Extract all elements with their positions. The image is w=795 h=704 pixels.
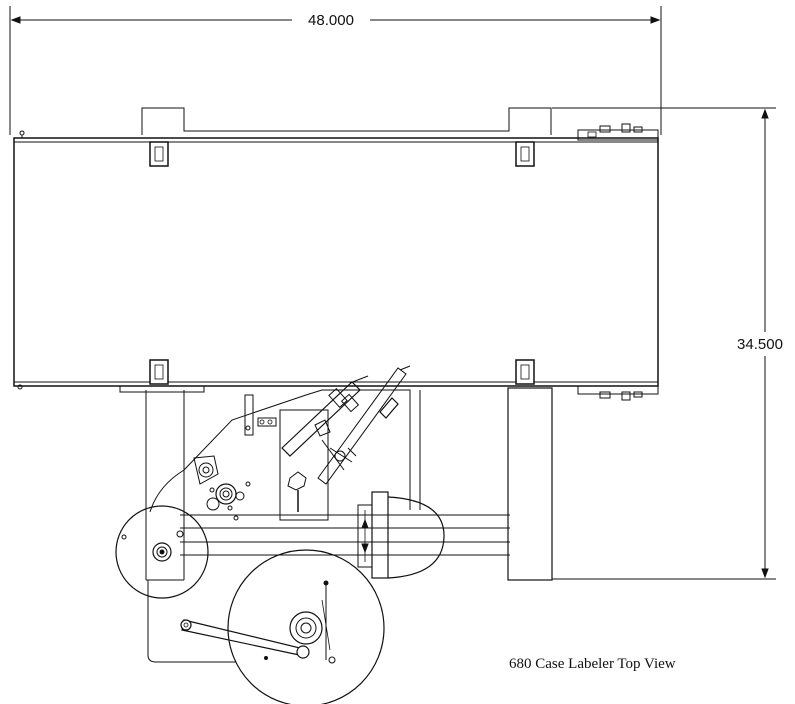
width-dimension: 48.000: [9, 6, 662, 135]
rewind-roll: [115, 505, 209, 599]
conveyor-body: [13, 123, 659, 401]
bottom-brackets: [119, 359, 535, 393]
top-brackets: [141, 107, 552, 167]
width-dimension-label: 48.000: [308, 12, 354, 29]
height-dimension: 34.500: [552, 107, 783, 580]
applicator-mechanism: [193, 365, 411, 521]
height-dimension-label: 34.500: [737, 336, 783, 353]
motor-assembly: [357, 491, 445, 579]
right-support-leg: [507, 387, 553, 581]
label-supply-roll: [180, 549, 385, 704]
figure-caption: 680 Case Labeler Top View: [509, 656, 676, 672]
labeler-frame: [145, 381, 510, 663]
